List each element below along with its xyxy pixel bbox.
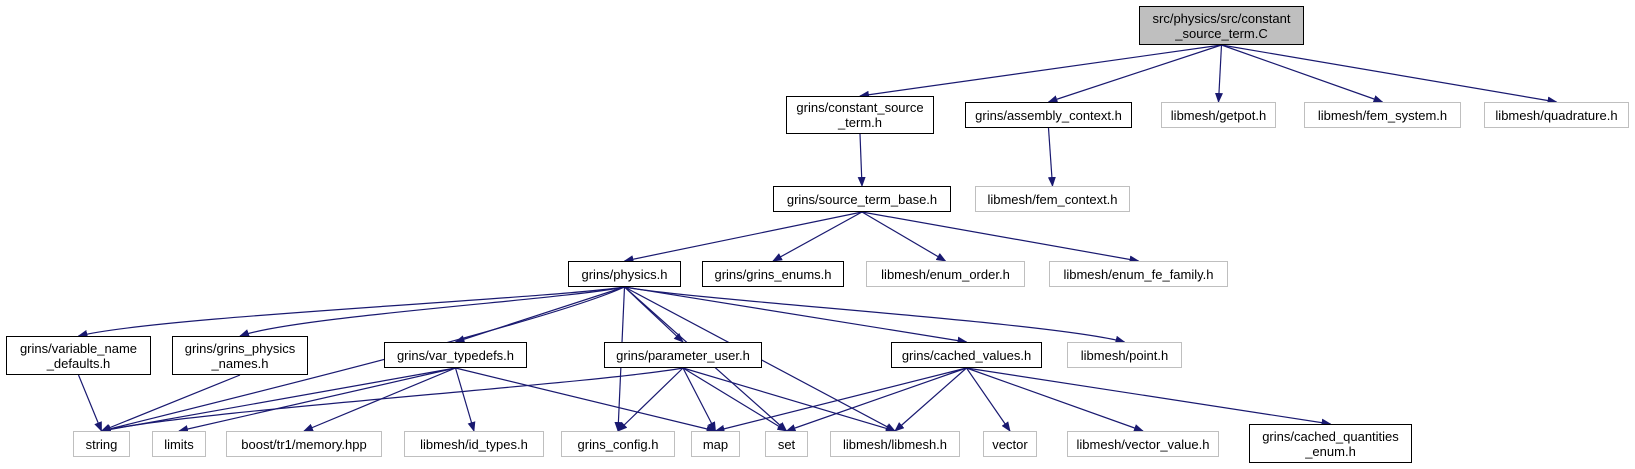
node-enum-fe-family-h: libmesh/enum_fe_family.h [1049,261,1228,287]
node-grins-physics-names-h[interactable]: grins/grins_physics _names.h [172,336,308,375]
node-grins-config-h: grins_config.h [561,431,675,457]
edge-cached-values-h-to-cached-quantities-enum-h [966,367,1332,427]
edge-parameter-user-h-to-libmesh-h [682,367,896,433]
node-variable-name-defaults-h[interactable]: grins/variable_name _defaults.h [6,336,151,375]
edge-cached-values-h-to-map [714,367,967,433]
node-fem-system-h: libmesh/fem_system.h [1304,102,1461,128]
node-quadrature-h: libmesh/quadrature.h [1484,102,1629,128]
node-var-typedefs-h[interactable]: grins/var_typedefs.h [384,342,527,368]
edge-parameter-user-h-to-map [682,367,717,432]
edge-physics-h-to-point-h [624,286,1126,344]
node-constant-source-term-h[interactable]: grins/constant_source _term.h [786,96,934,134]
node-root[interactable]: src/physics/src/constant _source_term.C [1139,6,1304,45]
node-cached-values-h[interactable]: grins/cached_values.h [891,342,1042,368]
edge-source-term-base-h-to-physics-h [623,211,863,264]
edge-var-typedefs-h-to-map [455,367,717,433]
node-assembly-context-h[interactable]: grins/assembly_context.h [965,102,1132,128]
edge-root-to-assembly-context-h [1047,44,1222,103]
edge-source-term-base-h-to-grins-enums-h [772,211,863,262]
edge-grins-physics-names-h-to-string [100,374,241,432]
node-grins-enums-h[interactable]: grins/grins_enums.h [702,261,844,287]
edge-physics-h-to-var-typedefs-h [454,286,625,344]
node-id-types-h: libmesh/id_types.h [404,431,544,457]
node-physics-h[interactable]: grins/physics.h [568,261,681,287]
edge-cached-values-h-to-set [785,367,967,432]
edge-cached-values-h-to-libmesh-h [894,367,967,432]
edge-physics-h-to-variable-name-defaults-h [77,286,625,338]
edge-root-to-constant-source-term-h [859,44,1222,99]
edge-var-typedefs-h-to-limits [178,367,456,433]
edge-source-term-base-h-to-enum-order-h [861,211,947,262]
node-vector-value-h: libmesh/vector_value.h [1067,431,1219,457]
node-parameter-user-h[interactable]: grins/parameter_user.h [604,342,762,368]
edge-var-typedefs-h-to-string [100,367,456,434]
edge-root-to-fem-system-h [1221,44,1384,103]
edge-physics-h-to-cached-values-h [624,286,968,345]
node-map: map [691,431,740,457]
edge-parameter-user-h-to-string [100,367,684,433]
node-limits: limits [152,431,206,457]
dependency-edges [77,44,1558,434]
edge-root-to-getpot-h [1214,44,1223,103]
edge-cached-values-h-to-vector-value-h [966,367,1144,432]
node-source-term-base-h[interactable]: grins/source_term_base.h [773,186,951,212]
node-enum-order-h: libmesh/enum_order.h [866,261,1025,287]
node-set: set [765,431,808,457]
node-fem-context-h: libmesh/fem_context.h [975,186,1130,212]
edge-var-typedefs-h-to-id-types-h [454,367,476,432]
node-vector: vector [983,431,1037,457]
edge-variable-name-defaults-h-to-string [77,374,103,432]
node-getpot-h: libmesh/getpot.h [1161,102,1276,128]
edge-parameter-user-h-to-grins-config-h [617,367,684,432]
edge-source-term-base-h-to-enum-fe-family-h [861,211,1140,264]
node-libmesh-h: libmesh/libmesh.h [830,431,960,457]
node-cached-quantities-enum-h[interactable]: grins/cached_quantities _enum.h [1249,424,1412,463]
edge-physics-h-to-string [100,286,625,433]
edge-assembly-context-h-to-fem-context-h [1047,127,1056,187]
edge-cached-values-h-to-vector [966,367,1011,432]
edge-physics-h-to-grins-physics-names-h [239,286,625,337]
edge-constant-source-term-h-to-source-term-base-h [857,133,866,187]
edge-root-to-quadrature-h [1221,44,1558,105]
edge-parameter-user-h-to-set [682,367,788,432]
node-point-h: libmesh/point.h [1067,342,1182,368]
node-string: string [73,431,130,457]
node-memory-hpp: boost/tr1/memory.hpp [226,431,382,457]
